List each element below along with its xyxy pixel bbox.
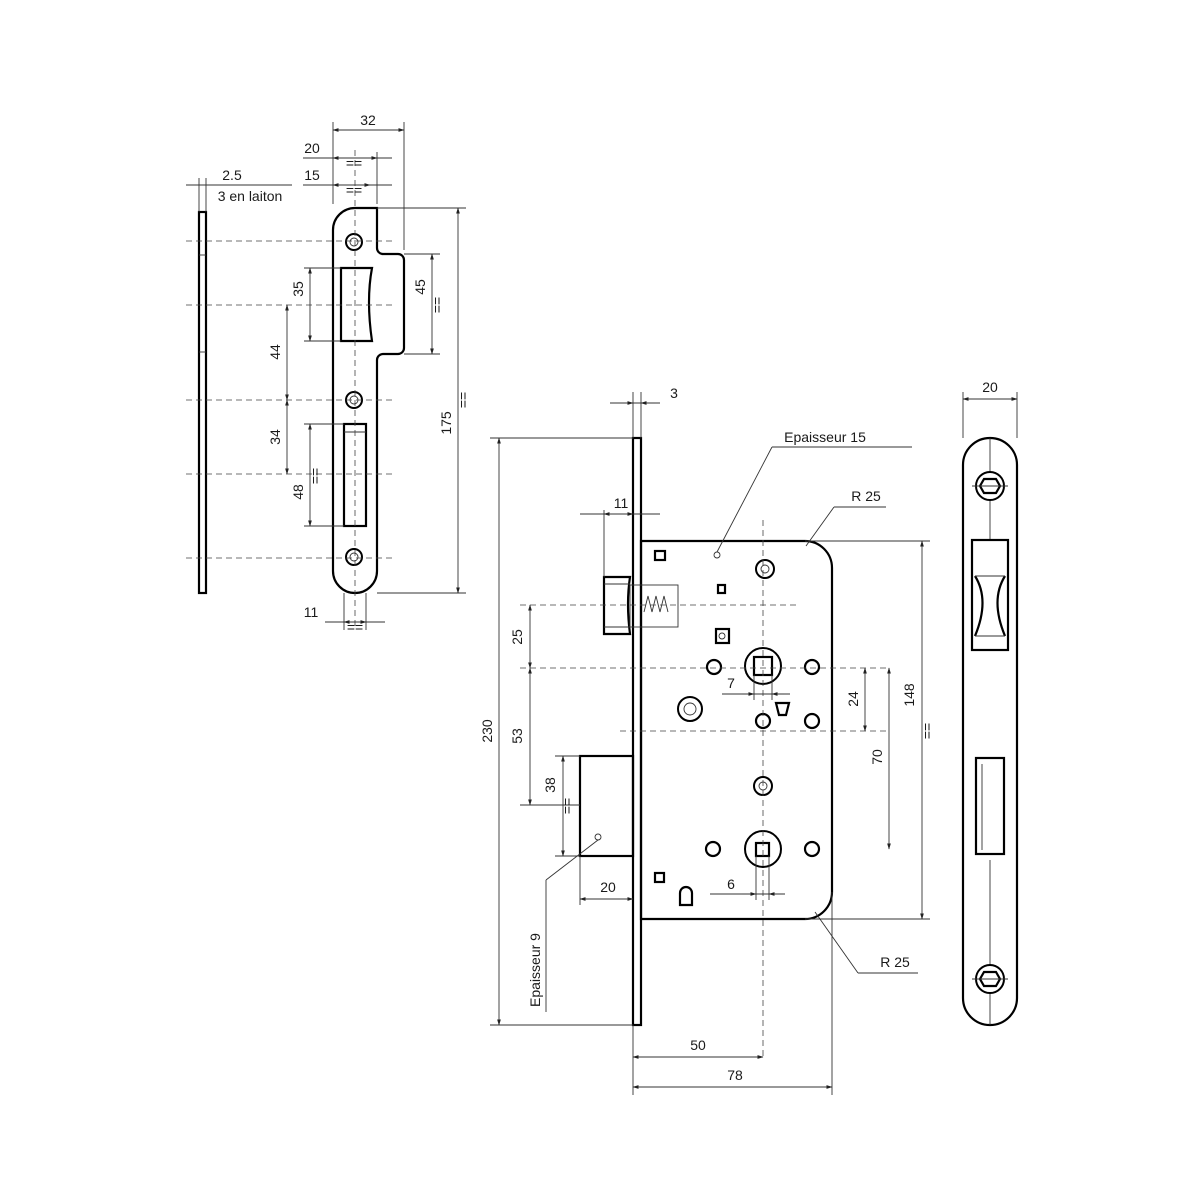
dim-3: 3 <box>670 385 678 401</box>
cylinder-hole <box>677 696 703 722</box>
dim-70: 70 <box>869 749 885 765</box>
equal-mark: == <box>347 619 363 635</box>
dim-r25-bottom: R 25 <box>880 954 910 970</box>
dim-35: 35 <box>290 281 306 297</box>
equal-mark: == <box>559 798 575 814</box>
dim-48: 48 <box>290 484 306 500</box>
equal-mark: == <box>346 155 362 171</box>
equal-mark: == <box>346 182 362 198</box>
dim-45: 45 <box>412 279 428 295</box>
faceplate-screw-bottom <box>972 964 1008 994</box>
screw-hole <box>755 559 775 579</box>
dim-32: 32 <box>360 112 376 128</box>
lock-faceplate <box>631 436 643 1027</box>
note-epaisseur-15: Epaisseur 15 <box>784 429 866 445</box>
strike-screw-hole-bottom <box>345 548 363 566</box>
dim-11-latch: 11 <box>614 495 629 511</box>
lock-case <box>639 539 834 921</box>
strike-plate-view: 32 20 == 15 == 2.5 3 en laiton 35 44 34 … <box>186 112 471 635</box>
strike-plate-side-profile <box>197 210 208 595</box>
dim-34: 34 <box>267 429 283 445</box>
deadbolt <box>578 754 635 858</box>
dim-230: 230 <box>479 719 495 743</box>
material-note: 3 en laiton <box>218 188 283 204</box>
latch-bolt <box>602 575 679 636</box>
dim-r25-top: R 25 <box>851 488 881 504</box>
dim-2-5: 2.5 <box>222 167 242 183</box>
dim-175: 175 <box>438 411 454 435</box>
faceplate-screw-top <box>972 471 1008 501</box>
dim-20-deadbolt: 20 <box>600 879 616 895</box>
faceplate-front-view: 20 <box>961 379 1019 1027</box>
dim-20-front: 20 <box>982 379 998 395</box>
equal-mark: == <box>919 723 935 739</box>
equal-mark: == <box>307 468 323 484</box>
dim-44: 44 <box>267 344 283 360</box>
faceplate-front-outline <box>961 436 1019 1027</box>
strike-plate-outline <box>331 206 406 595</box>
equal-mark: == <box>429 297 445 313</box>
dim-15: 15 <box>304 167 320 183</box>
equal-mark: == <box>455 392 471 408</box>
dim-78: 78 <box>727 1067 743 1083</box>
dim-20: 20 <box>304 140 320 156</box>
faceplate-latch-opening <box>970 538 1010 652</box>
faceplate-deadbolt-opening <box>974 756 1006 856</box>
dim-11: 11 <box>304 604 319 620</box>
lock-body-view: 3 11 Epaisseur 15 R 25 R 25 25 53 38 == <box>479 385 935 1095</box>
dim-6: 6 <box>727 876 735 892</box>
dim-24: 24 <box>845 691 861 707</box>
dim-38: 38 <box>542 777 558 793</box>
dim-25: 25 <box>509 629 525 645</box>
note-epaisseur-9: Epaisseur 9 <box>527 933 543 1007</box>
dim-7: 7 <box>727 675 735 691</box>
strike-screw-hole-top <box>345 233 363 251</box>
dim-53: 53 <box>509 728 525 744</box>
dim-148: 148 <box>901 683 917 707</box>
strike-latch-cutout <box>339 266 374 343</box>
dim-50: 50 <box>690 1037 706 1053</box>
